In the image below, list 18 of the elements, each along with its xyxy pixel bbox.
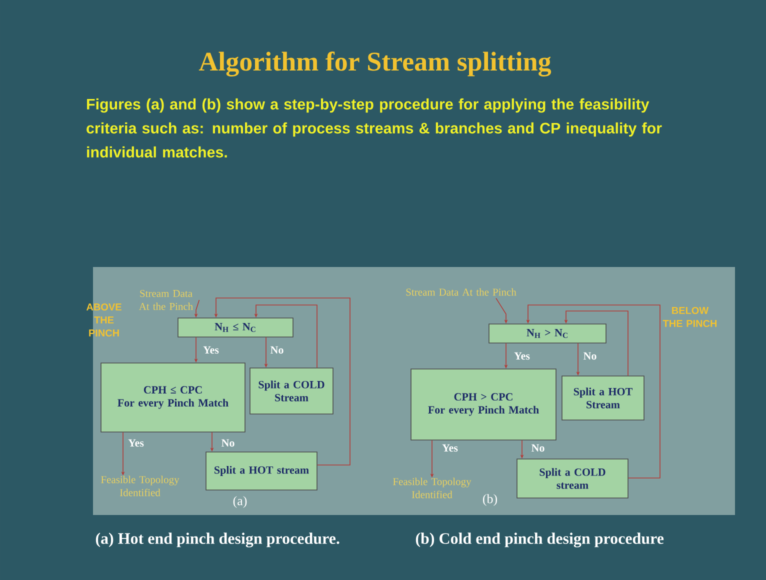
region-label: BELOW THE PINCH: [662, 306, 717, 328]
panel-label: (b): [483, 494, 498, 506]
flow-text: Stream Data At the Pinch: [139, 290, 193, 310]
process-box: CPH ≤ CPC For every Pinch Match: [100, 362, 246, 432]
flow-text: Feasible Topology Identified: [393, 478, 472, 498]
process-box: Split a COLD Stream: [250, 368, 334, 414]
figure-caption: (a) Hot end pinch design procedure.: [96, 532, 340, 548]
figure-caption: (b) Cold end pinch design procedure: [416, 532, 664, 548]
process-box: N$_{H}$ > N$_{C}$: [488, 324, 606, 344]
title: Algorithm for Stream splitting: [198, 52, 552, 76]
process-box: Split a HOT Stream: [562, 376, 644, 420]
flow-text: Feasible Topology Identified: [101, 476, 180, 496]
flow-text: Stream Data At the Pinch: [406, 288, 516, 296]
process-box: N$_{H}$ ≤ N$_{C}$: [178, 318, 294, 338]
process-box: Split a HOT stream: [206, 452, 318, 490]
process-box: Split a COLD stream: [516, 458, 628, 498]
description-text: Figures (a) and (b) show a step-by-step procedure for applying the feasibility criteria such as: number of process streams & branches and CP inequality for individual matches.: [86, 98, 662, 158]
process-box: CPH > CPC For every Pinch Match: [410, 368, 556, 440]
